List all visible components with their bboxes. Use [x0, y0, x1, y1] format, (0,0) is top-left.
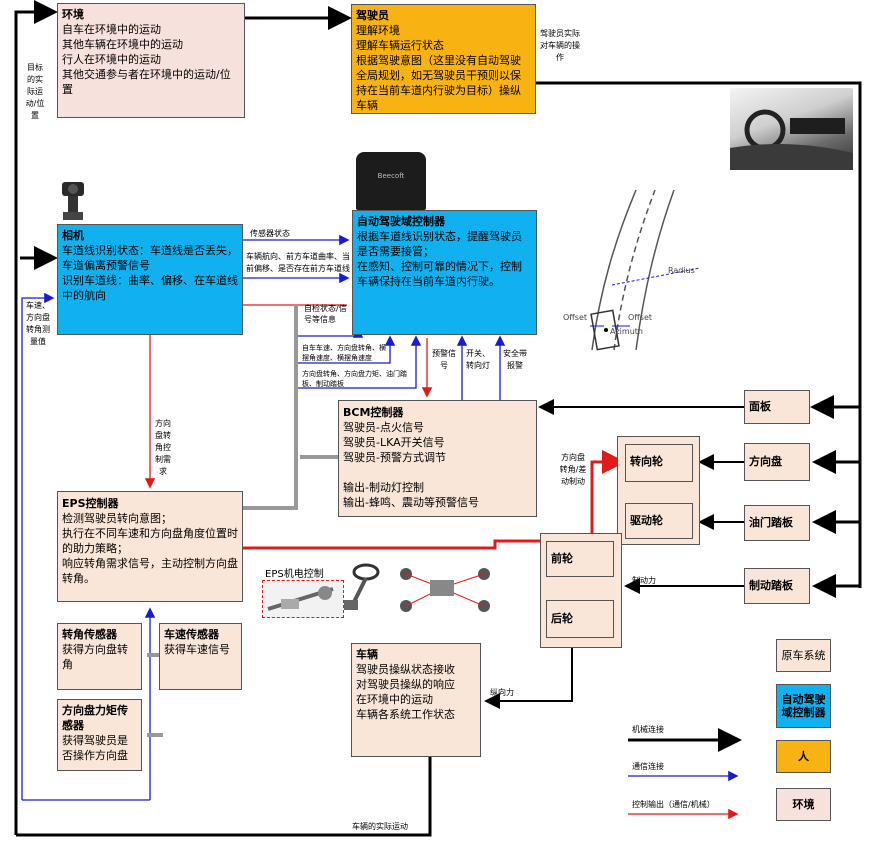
legend-mech-label: 机械连接 — [632, 725, 664, 734]
brake-system-image — [392, 560, 496, 618]
ad-domain-controller-box: 自动驾驶域控制器 根据车道线识别状态，提醒驾驶员是否需要接管； 在感知、控制可靠… — [352, 210, 537, 335]
offset-right-label: Offset — [628, 313, 653, 322]
warning-signal-label: 预警信号 — [432, 349, 456, 370]
vehicle-line: 驾驶员操纵状态接收 — [356, 663, 455, 676]
actual-motion-label: 车辆的实际运动 — [352, 822, 408, 831]
speed-sensor-line: 获得车速信号 — [164, 643, 230, 656]
self-lane-label: 自车车速、方向盘转角、横摆角速度、横摆角速度 — [302, 344, 386, 362]
sensor-state-label: 传感器状态 — [250, 229, 290, 238]
bcm-title: BCM控制器 — [343, 406, 404, 419]
legend-human: 人 — [776, 740, 831, 773]
adc-line: 根据车道线识别状态，提醒驾驶员是否需要接管； — [357, 230, 522, 258]
eps-line: 执行在不同车速和方向盘角度位置时的助力策略； — [62, 527, 238, 555]
camera-line: 车道线识别状态：车道线是否丢失，车道偏离预警信号 — [62, 244, 238, 272]
camera-image — [58, 178, 88, 222]
switch-light-label: 开关、转向灯 — [466, 349, 490, 370]
eps-motor-label: EPS机电控制 — [265, 569, 324, 580]
communication-lines — [21, 234, 506, 801]
controller-logo: Beecoft — [377, 172, 405, 180]
target-motion-label: 目标的实际运动/位置 — [25, 63, 45, 120]
camera-line: 识别车道线：曲率、偏移、在车道线中的航向 — [62, 274, 238, 302]
lane-geometry-diagram — [590, 189, 701, 351]
steering-torque-sensor-box: 方向盘力矩传感器 获得驾驶员是否操作方向盘 — [57, 699, 142, 771]
environment-box: 环境 自车在环境中的运动 其他车辆在环境中的运动 行人在环境中的运动 其他交通参… — [57, 3, 245, 118]
environment-line: 行人在环境中的运动 — [62, 53, 161, 66]
bcm-line: 驾驶员-预警方式调节 — [343, 451, 446, 464]
controller-device-image: Beecoft — [356, 152, 426, 210]
torque-sensor-title: 方向盘力矩传感器 — [62, 704, 128, 732]
panel-box: 面板 — [744, 390, 810, 424]
eps-line: 响应转角需求信号，主动控制方向盘转角。 — [62, 557, 238, 585]
steer-angle-ctrl-label: 方向盘转角控制需求 — [155, 419, 171, 476]
status-info-label: 自检状态/信号等信息 — [304, 304, 347, 324]
bcm-line: 输出-制动灯控制 — [343, 481, 424, 494]
angle-diff-label: 方向盘转角/差动制动 — [559, 453, 587, 486]
vehicle-line: 车辆各系统工作状态 — [356, 708, 455, 721]
bus-lines — [147, 305, 338, 737]
vehicle-box: 车辆 驾驶员操纵状态接收 对驾驶员操纵的响应 在环境中的运动 车辆各系统工作状态 — [351, 643, 481, 757]
adc-line: 在感知、控制可靠的情况下，控制车辆保持在当前车道内行驶。 — [357, 260, 522, 288]
safety-belt-label: 安全带报警 — [503, 349, 527, 370]
drive-wheel-box: 驱动轮 — [625, 503, 693, 539]
legend-environment: 环境 — [776, 788, 831, 821]
eps-mechanism-image — [262, 580, 344, 618]
vehicle-line: 对驾驶员操纵的响应 — [356, 678, 455, 691]
brake-force-label: 制动力 — [632, 576, 656, 585]
car-interior-image — [730, 88, 853, 170]
speed-angle-label: 车速、方向盘转角测量值 — [26, 301, 50, 346]
brake-pedal-box: 制动踏板 — [744, 568, 810, 604]
bcm-line — [343, 465, 532, 480]
legend-comm-label: 通信连接 — [632, 762, 664, 771]
long-force-label: 纵向力 — [490, 688, 514, 697]
environment-line: 自车在环境中的运动 — [62, 23, 161, 36]
throttle-pedal-box: 油门踏板 — [744, 505, 810, 541]
eps-controller-box: EPS控制器 检测驾驶员转向意图； 执行在不同车速和方向盘角度位置时的助力策略；… — [57, 491, 243, 602]
mechanical-lines — [14, 0, 862, 837]
driver-line: 理解车辆运行状态 — [356, 39, 444, 52]
legend-ad-controller: 自动驾驶域控制器 — [776, 684, 831, 728]
rear-wheel-box: 后轮 — [546, 600, 614, 638]
radius-label: Radius — [668, 266, 695, 275]
camera-box: 相机 车道线识别状态：车道线是否丢失，车道偏离预警信号 识别车道线：曲率、偏移、… — [57, 224, 243, 335]
legend-orig-system: 原车系统 — [776, 639, 831, 672]
front-wheel-box: 前轮 — [546, 541, 614, 577]
azimuth-label: Azimuth — [610, 327, 643, 336]
speed-sensor-title: 车速传感器 — [164, 628, 219, 641]
environment-line: 其他交通参与者在环境中的运动/位置 — [62, 68, 231, 96]
steering-angle-sensor-box: 转角传感器 获得方向盘转角 — [57, 623, 142, 690]
driver-action-label: 驾驶员实际对车辆的操作 — [540, 29, 580, 62]
bcm-line: 输出-蜂鸣、震动等预警信号 — [343, 496, 479, 509]
angle-sensor-title: 转角传感器 — [62, 628, 117, 641]
steering-wheel-box: 方向盘 — [744, 443, 810, 481]
adc-title: 自动驾驶域控制器 — [357, 215, 445, 228]
environment-line: 其他车辆在环境中的运动 — [62, 38, 183, 51]
eps-line: 检测驾驶员转向意图； — [62, 512, 172, 525]
angle-sensor-line: 获得方向盘转角 — [62, 643, 128, 671]
vehicle-line: 在环境中的运动 — [356, 693, 433, 706]
speed-sensor-box: 车速传感器 获得车速信号 — [159, 623, 242, 690]
steer-torque-label: 方向盘转角、方向盘力矩、油门踏板、制动踏板 — [302, 370, 407, 388]
bcm-line: 驾驶员-LKA开关信号 — [343, 436, 445, 449]
eps-title: EPS控制器 — [62, 497, 119, 510]
vehicle-title: 车辆 — [356, 648, 378, 661]
steering-column-image — [340, 562, 384, 612]
driver-title: 驾驶员 — [356, 9, 389, 22]
environment-title: 环境 — [62, 8, 84, 21]
driver-box: 驾驶员 理解环境 理解车辆运行状态 根据驾驶意图（这里没有自动驾驶全局规划，如无… — [351, 4, 536, 114]
legend-ctrl-label: 控制输出（通信/机械） — [632, 800, 715, 809]
bcm-controller-box: BCM控制器 驾驶员-点火信号 驾驶员-LKA开关信号 驾驶员-预警方式调节 输… — [338, 400, 537, 517]
steer-wheel-box: 转向轮 — [625, 444, 693, 482]
vehicle-heading-label: 车辆航向、前方车道曲率、当前偏移、是否存在前方车道线 — [246, 252, 350, 273]
camera-title: 相机 — [62, 229, 84, 242]
offset-left-label: Offset — [563, 313, 588, 322]
bcm-line: 驾驶员-点火信号 — [343, 421, 424, 434]
driver-line: 根据驾驶意图（这里没有自动驾驶全局规划，如无驾驶员干预则以保持在当前车道内行驶为… — [356, 54, 521, 112]
driver-line: 理解环境 — [356, 24, 400, 37]
torque-sensor-line: 获得驾驶员是否操作方向盘 — [62, 734, 128, 762]
